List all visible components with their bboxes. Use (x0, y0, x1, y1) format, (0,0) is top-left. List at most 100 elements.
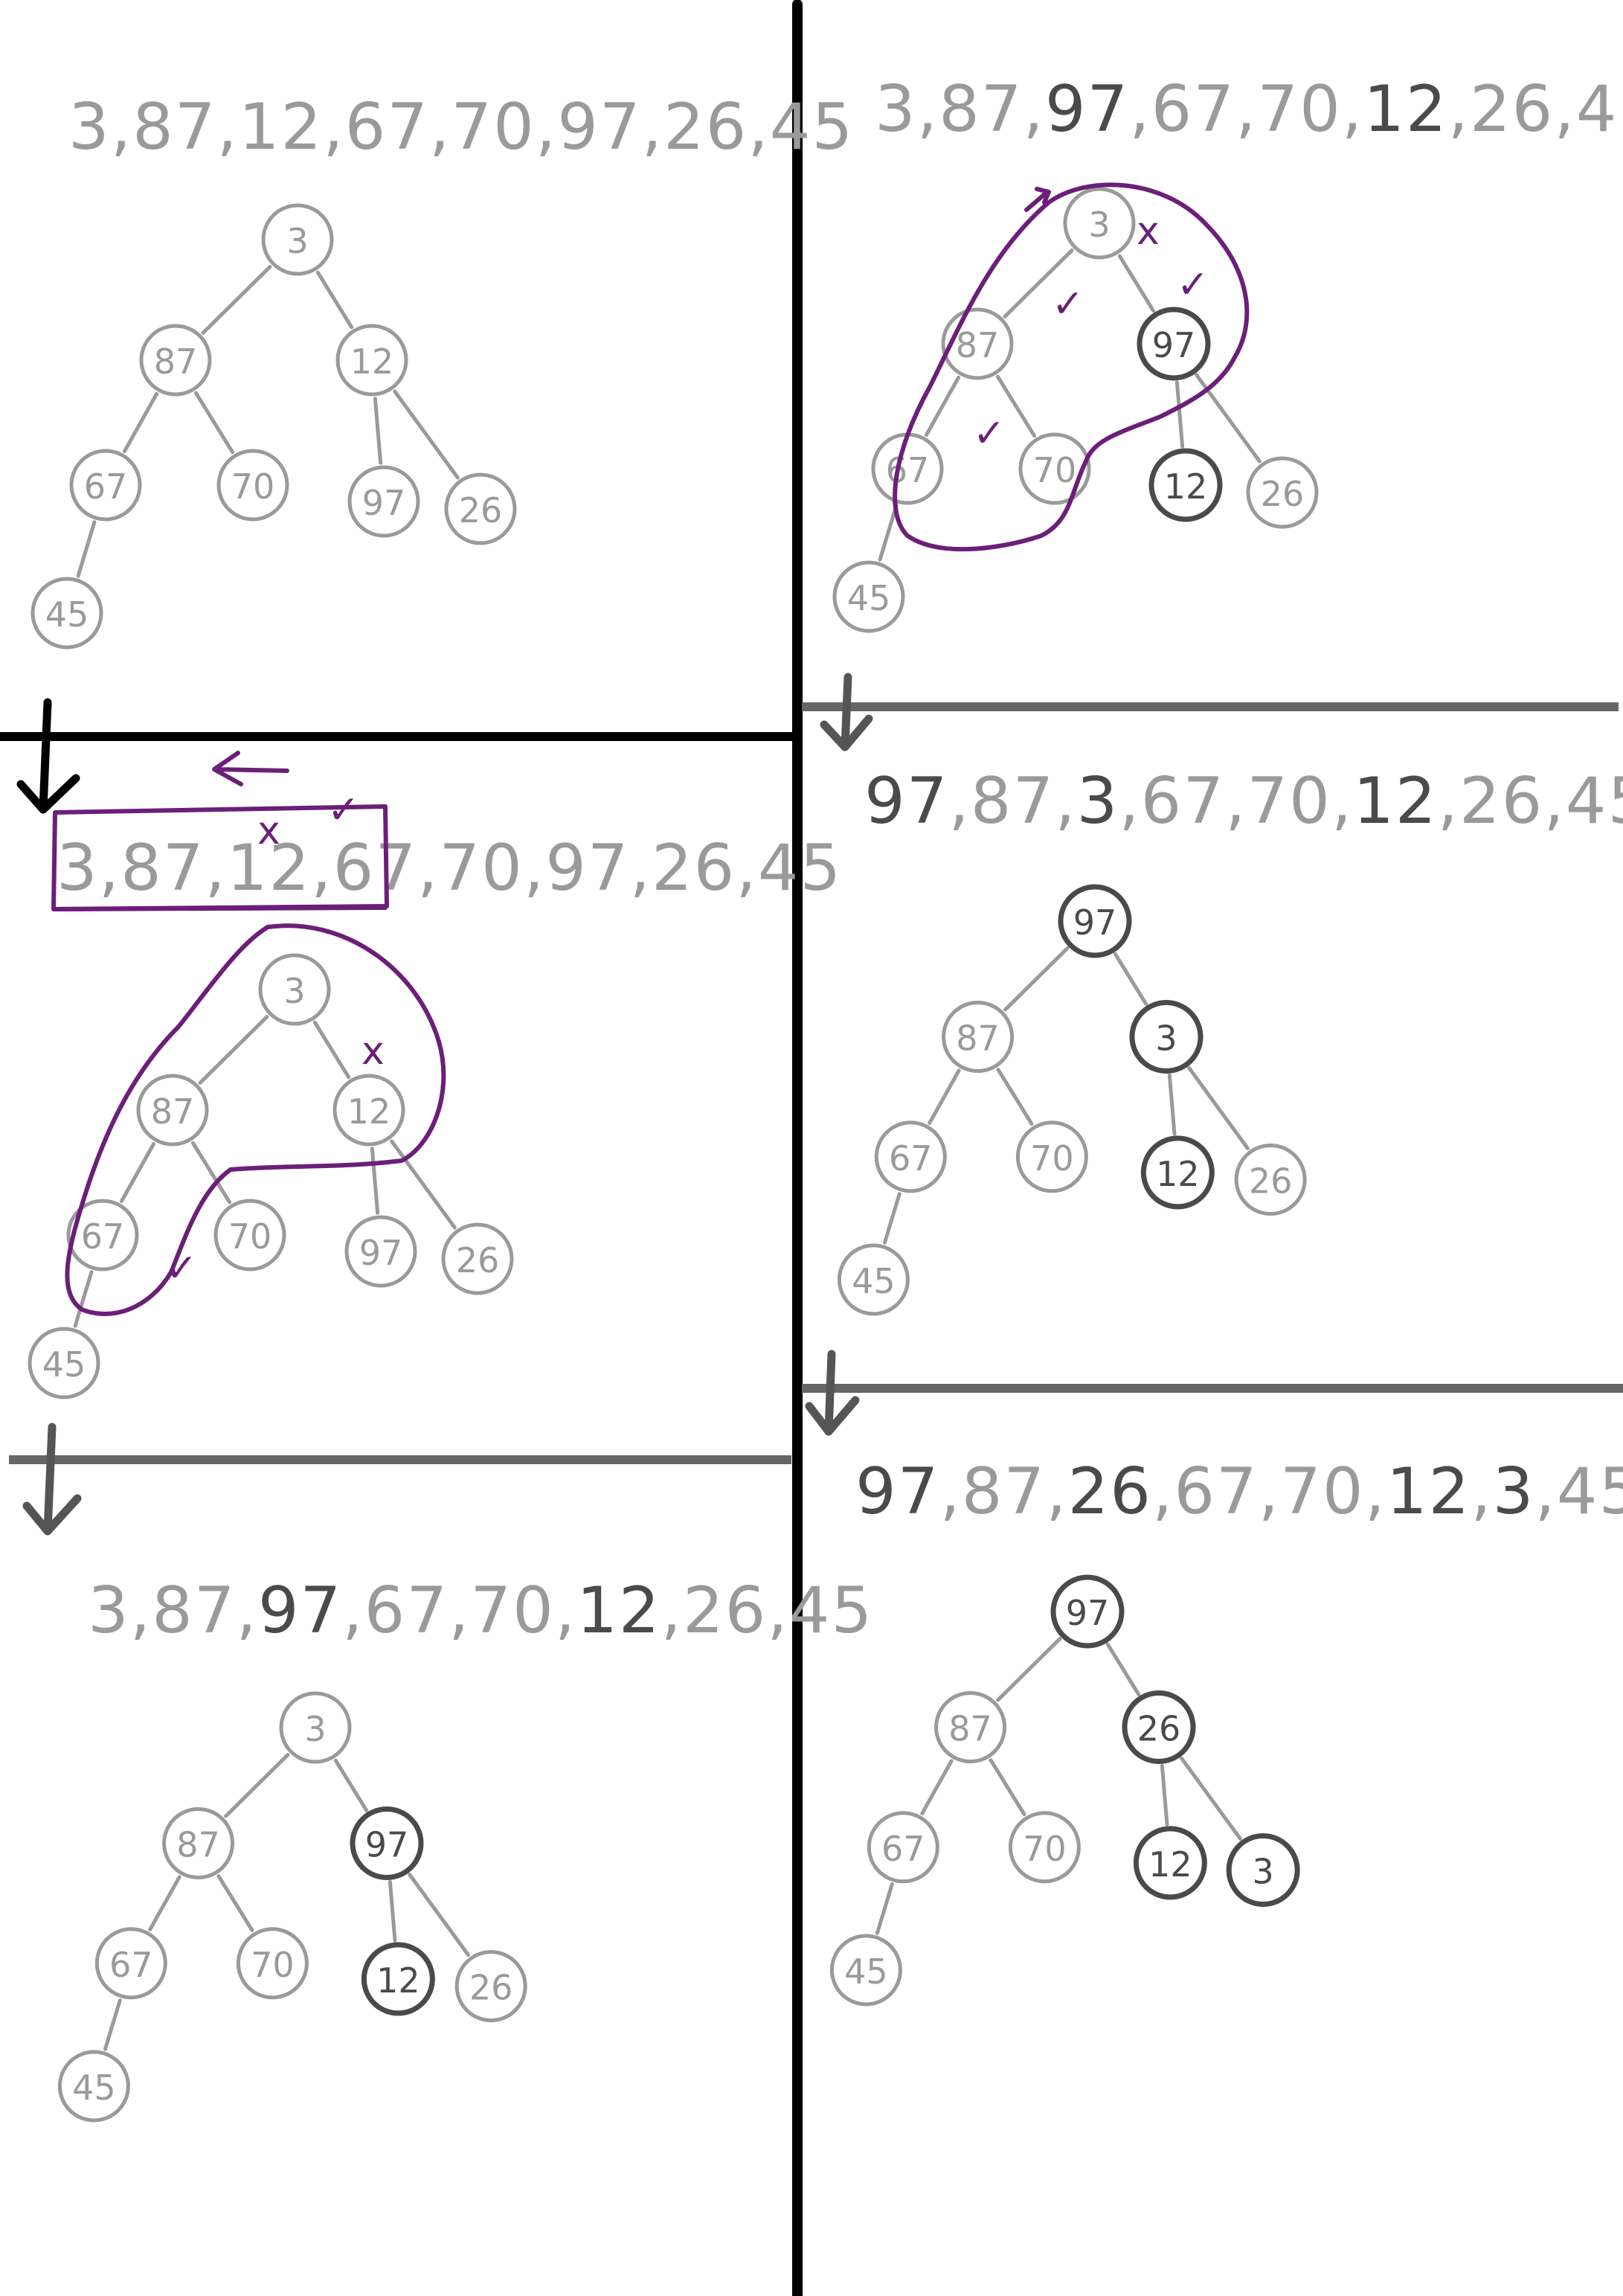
array-value: 12 (1363, 72, 1447, 147)
tree-node-circle (867, 1811, 939, 1884)
tree-edge (73, 1270, 94, 1328)
tree-node-value: 12 (1148, 1844, 1192, 1885)
tree-node: 12 (335, 324, 408, 397)
tree-node: 12 (1148, 448, 1223, 522)
tree-edge (333, 1758, 369, 1812)
array-value: 70 (470, 1574, 554, 1648)
array-value: 97 (864, 764, 948, 838)
tree-edge (1160, 1763, 1169, 1827)
tree-node: 70 (1015, 1120, 1088, 1193)
tree-edge (370, 1147, 380, 1215)
tree-node: 97 (350, 1806, 424, 1881)
tree-node: 3 (279, 1691, 352, 1764)
array-separator: , (1152, 1455, 1174, 1529)
tree-edge (1105, 1642, 1141, 1696)
tree-node-value: 12 (350, 341, 394, 382)
tree-edge (928, 1068, 961, 1125)
check-icon: ✓ (1177, 263, 1209, 307)
tree-node: 97 (344, 1215, 417, 1288)
tree-edge (408, 1873, 471, 1957)
tree-node: 26 (1122, 1690, 1196, 1765)
tree-node-value: 26 (469, 1968, 513, 2008)
array-value: 45 (770, 90, 854, 164)
array-value: 12 (1386, 1455, 1471, 1529)
tree-node-circle (1133, 1826, 1207, 1900)
array-separator: , (1225, 764, 1247, 838)
array-value: 87 (132, 90, 216, 164)
tree-node: 70 (1018, 432, 1091, 505)
tree-node-value: 97 (359, 1233, 403, 1273)
panel-3-checks: x ✓ x ✓ (165, 788, 385, 1291)
tree-edge (1117, 254, 1156, 313)
tree-node-circle (454, 1950, 527, 2023)
array-value: 67 (1174, 1455, 1258, 1529)
tree-node: 3 (258, 953, 331, 1026)
down-arrow-icon (805, 1350, 860, 1436)
array-separator: , (1055, 764, 1076, 838)
tree-node: 26 (444, 472, 517, 545)
tree-node-circle (829, 1934, 902, 2007)
tree-node-value: 70 (1033, 450, 1077, 490)
tree-node-circle (335, 324, 408, 397)
tree-node-circle (236, 1927, 309, 2000)
highlight-outline (893, 182, 1250, 552)
array-sequence: 3,87,97,67,70,12,26,45 (88, 1574, 873, 1648)
array-value: 70 (1280, 1455, 1364, 1529)
array-value: 67 (1141, 764, 1225, 838)
tree-edge (995, 374, 1037, 438)
array-separator: , (1331, 764, 1353, 838)
array-value: 3 (57, 831, 99, 905)
tree-node-circle (361, 1942, 435, 2016)
array-value: 26 (1470, 72, 1554, 147)
array-value: 97 (545, 831, 629, 905)
tree-node-circle (347, 465, 420, 538)
tree-node-circle (941, 307, 1014, 380)
tree-node-value: 97 (1152, 325, 1196, 365)
array-separator: , (1046, 1455, 1067, 1529)
tree-node-value: 87 (956, 1019, 1000, 1059)
array-value: 26 (683, 1574, 767, 1648)
array-value: 26 (652, 831, 736, 905)
array-separator: , (111, 90, 132, 164)
prefix-underline (53, 905, 388, 911)
tree-node-value: 67 (881, 1829, 925, 1869)
tree-edge (148, 1875, 181, 1931)
tree-node-value: 67 (889, 1138, 933, 1179)
tree-edge (996, 1068, 1034, 1126)
tree-node-value: 67 (84, 466, 128, 507)
array-separator: , (1023, 72, 1045, 147)
tree-node: 3 (1226, 1833, 1300, 1908)
tree-node-circle (1015, 1120, 1088, 1193)
tree-edge (103, 1998, 122, 2051)
tree-edge (1174, 380, 1185, 449)
array-separator: , (130, 1574, 152, 1648)
tree-node: 26 (441, 1222, 514, 1295)
tree-node: 12 (361, 1942, 435, 2016)
tree-node-circle (1058, 884, 1132, 958)
tree-node: 87 (162, 1807, 235, 1880)
panel-2-checks: ✓ ✓ ✓ x (973, 209, 1209, 456)
array-value: 70 (439, 831, 523, 905)
array-separator: , (1554, 72, 1575, 147)
tree-node: 87 (139, 324, 212, 397)
tree-node-value: 87 (151, 1091, 195, 1132)
tree-edge (989, 1758, 1026, 1817)
tree-node-circle (332, 1074, 405, 1147)
tree-node-circle (57, 2050, 130, 2123)
tree-node-circle (66, 1199, 139, 1272)
tree-node-value: 45 (42, 1344, 86, 1385)
tree-node-circle (942, 1001, 1015, 1074)
array-separator: , (1119, 764, 1140, 838)
tree-node-value: 97 (1066, 1593, 1110, 1633)
array-separator: , (1235, 72, 1257, 147)
array-separator: , (429, 90, 451, 164)
array-separator: , (342, 1574, 364, 1648)
tree-edge (1113, 952, 1148, 1006)
array-value: 26 (1459, 764, 1543, 838)
array-value: 45 (1576, 72, 1623, 147)
array-separator: , (311, 831, 332, 905)
tree-node-value: 70 (1030, 1138, 1074, 1179)
tree-node: 97 (1058, 884, 1132, 958)
tree-node: 97 (347, 465, 420, 538)
